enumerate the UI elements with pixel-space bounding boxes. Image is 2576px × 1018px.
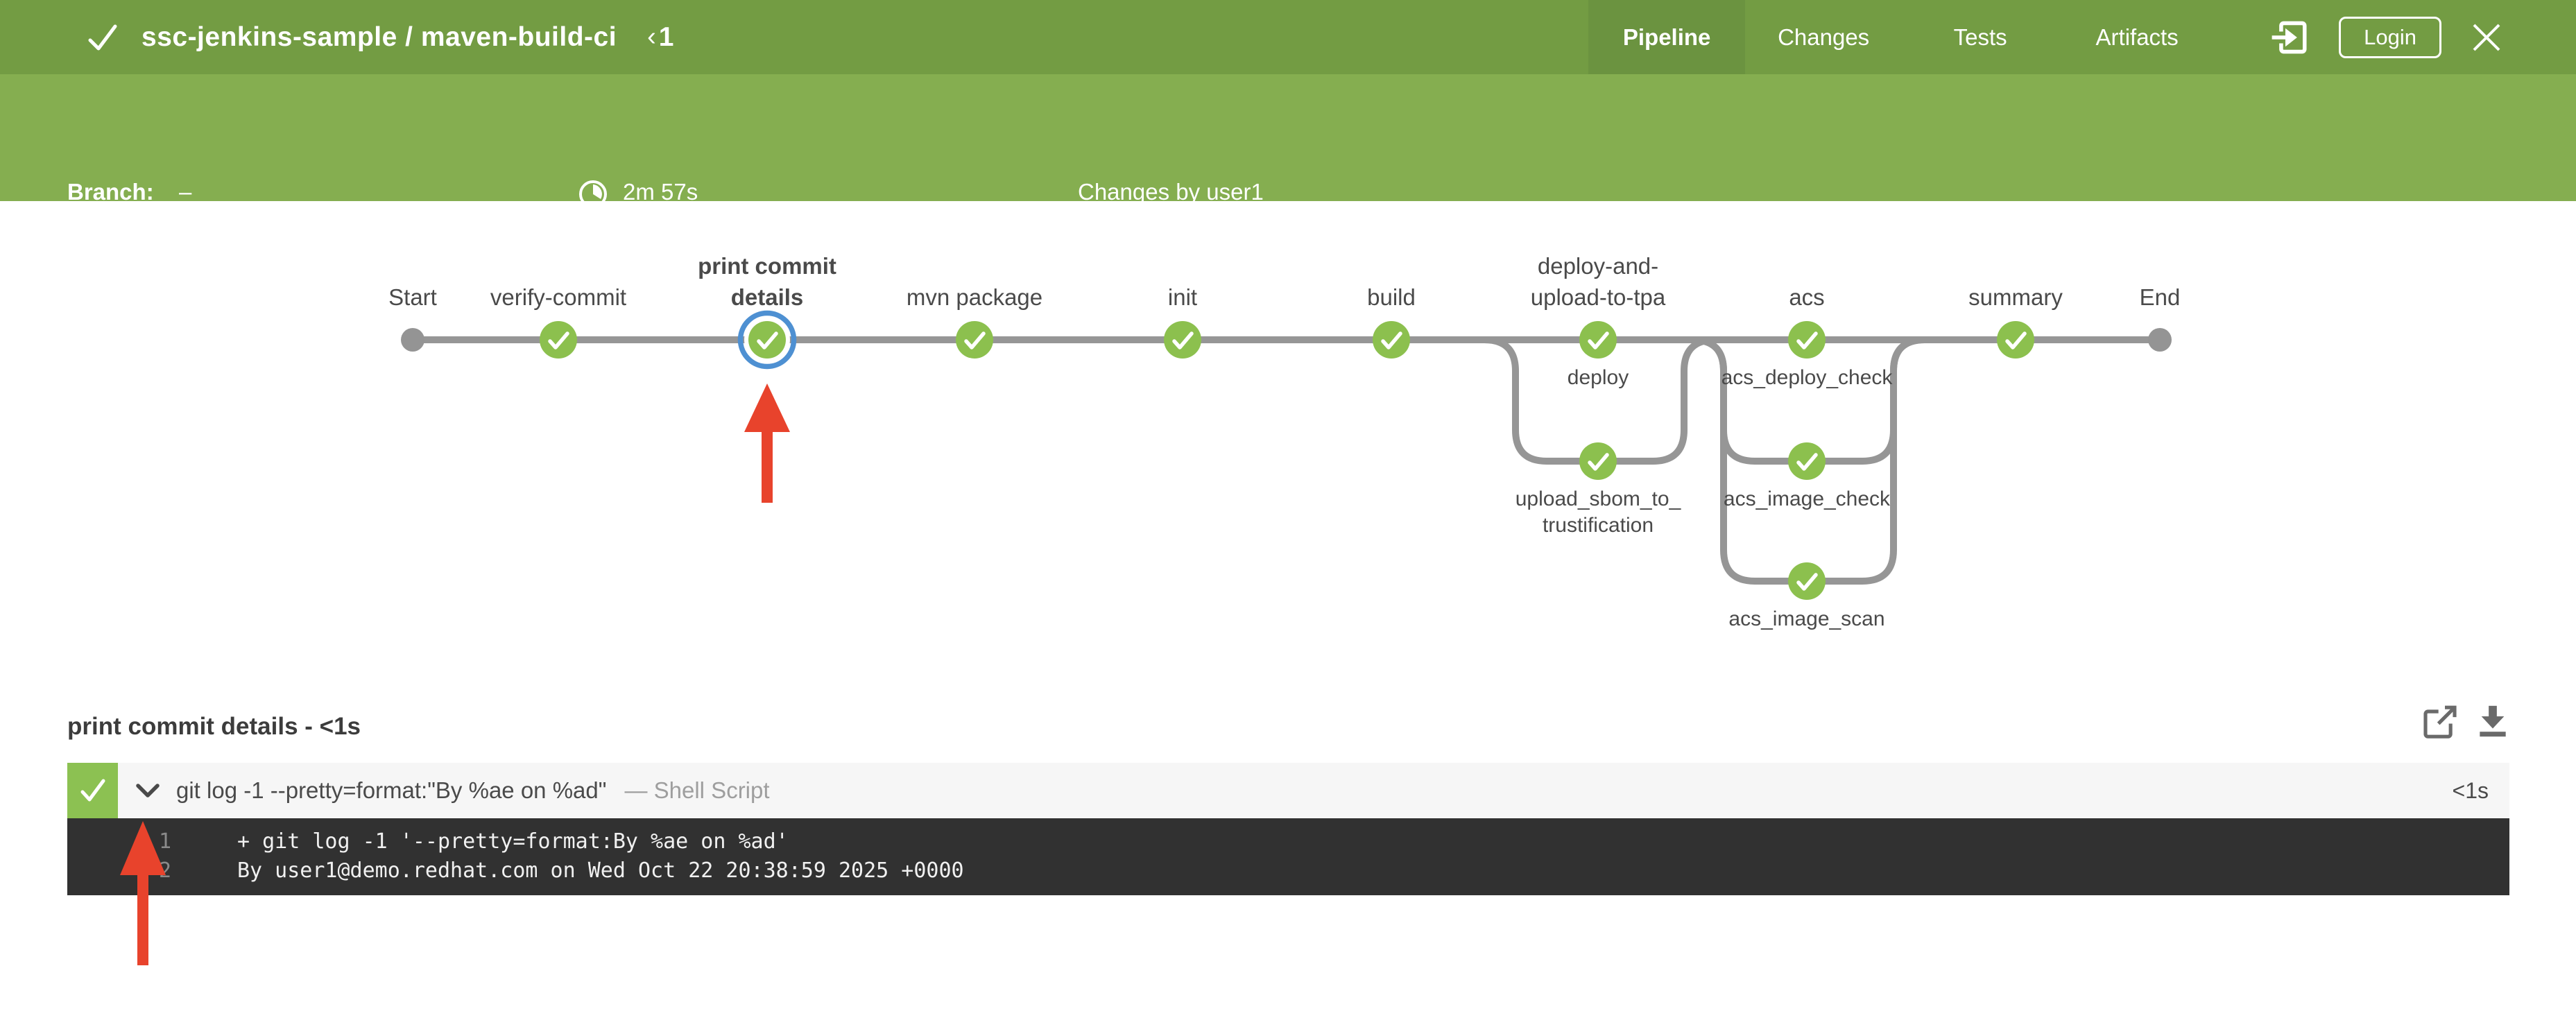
chevron-down-icon[interactable] [135,782,161,799]
run-number: 1 [658,21,674,52]
pipeline-node-label: End [2140,284,2181,310]
pipeline-node-label: upload-to-tpa [1531,284,1666,310]
success-check-icon [1796,453,1818,471]
close-icon[interactable] [2471,21,2502,53]
pipeline-node-label: mvn package [907,284,1042,310]
success-check-icon [964,331,986,350]
console-line-text: + git log -1 '--pretty=format:By %ae on … [237,829,789,854]
log-section-title: print commit details - <1s [67,713,361,740]
step-status-success-icon [67,763,118,818]
console-line: 2 By user1@demo.redhat.com on Wed Oct 22 … [67,856,2509,886]
tab-pipeline[interactable]: Pipeline [1588,0,1746,74]
pipeline-node-label: acs [1789,284,1824,310]
success-check-icon [1796,573,1818,591]
pipeline-node-summary[interactable] [1997,321,2034,359]
success-check-icon [1381,331,1402,350]
pipeline-node-verify-commit[interactable] [540,321,577,359]
log-step-row[interactable]: git log -1 --pretty=format:"By %ae on %a… [67,763,2509,818]
branch-value: – [179,179,192,205]
pipeline-graph: Start verify-commit print commit details mvn… [388,253,2181,630]
pipeline-branch-label: trustification [1543,514,1654,537]
timer-icon [578,179,608,217]
started-by: Started by remote host 10.132.2.32 [1078,227,1437,253]
console-line-text: By user1@demo.redhat.com on Wed Oct 22 2… [237,859,964,883]
pipeline-node-label: Start [388,284,437,310]
pipeline-node-acs_deploy_check[interactable] [1788,321,1826,359]
run-separator-chevron: ‹ [647,22,656,51]
success-check-icon [757,331,778,350]
clock-icon [578,227,608,266]
success-check-icon [1588,453,1609,471]
console-line-number[interactable]: 1 [158,829,171,854]
success-check-icon [1588,331,1609,350]
pipeline-branch-label: acs_deploy_check [1721,366,1894,389]
pipeline-branch-label: acs_image_scan [1728,607,1884,630]
pipeline-node-print-commit-details[interactable] [737,310,797,370]
success-check-icon [1796,331,1818,350]
pipeline-node-acs_image_check[interactable] [1788,442,1826,480]
changes-by: Changes by user1 [1078,179,1264,205]
pipeline-node-mvn-package[interactable] [956,321,993,359]
pipeline-node-upload_sbom_to_trustification[interactable] [1579,442,1617,480]
tab-changes[interactable]: Changes [1778,24,1870,50]
commit-value: – [179,227,192,253]
pipeline-node-start[interactable] [401,328,424,352]
pipeline-node-label: summary [1968,284,2063,310]
run-duration: 2m 57s [623,179,698,205]
console-output: 1 + git log -1 '--pretty=format:By %ae on… [67,818,2509,895]
pipeline-branch-label: deploy [1568,366,1629,389]
app-header: ssc-jenkins-sample / maven-build-ci ‹ 1 … [0,0,2576,74]
tab-tests[interactable]: Tests [1953,24,2007,50]
pipeline-node-label: init [1168,284,1197,310]
pipeline-node-acs_image_scan[interactable] [1788,562,1826,600]
step-command: git log -1 --pretty=format:"By %ae on %a… [176,777,607,803]
download-log-icon[interactable] [2473,702,2512,744]
success-check-icon [2005,331,2027,350]
pipeline-node-init[interactable] [1164,321,1201,359]
pipeline-node-label: build [1367,284,1416,310]
pipeline-node-deploy[interactable] [1579,321,1617,359]
pipeline-node-label: print commit [698,253,836,279]
console-line-number[interactable]: 2 [158,859,171,883]
pipeline-node-label: deploy-and- [1538,253,1658,279]
success-check-icon [548,331,569,350]
login-door-icon[interactable] [2269,17,2310,58]
run-status-check-icon [85,19,121,55]
tab-bar: Pipeline Changes Tests Artifacts [1588,0,2215,74]
selected-node-ring [737,310,797,370]
branch-label: Branch: [67,179,154,205]
success-check-icon [1172,331,1194,350]
run-info-bar: Branch: – Commit: – 2m 57s 3 hours ago C… [0,74,2576,257]
console-line: 1 + git log -1 '--pretty=format:By %ae on… [67,827,2509,856]
pipeline-node-label: details [731,284,804,310]
commit-label: Commit: [67,227,160,253]
pipeline-node-end[interactable] [2148,328,2172,352]
step-duration: <1s [2452,777,2489,803]
pipeline-branch-label: acs_image_check [1724,488,1891,510]
run-time-ago: 3 hours ago [623,227,744,253]
page-title: ssc-jenkins-sample / maven-build-ci [141,21,617,52]
login-button[interactable]: Login [2339,16,2441,58]
step-type-label: — Shell Script [624,777,770,803]
tab-artifacts[interactable]: Artifacts [2095,24,2179,50]
pipeline-node-label: verify-commit [490,284,626,310]
pipeline-node-build[interactable] [1373,321,1410,359]
pipeline-branch-label: upload_sbom_to_ [1515,488,1682,510]
open-log-external-link-icon[interactable] [2421,702,2459,744]
